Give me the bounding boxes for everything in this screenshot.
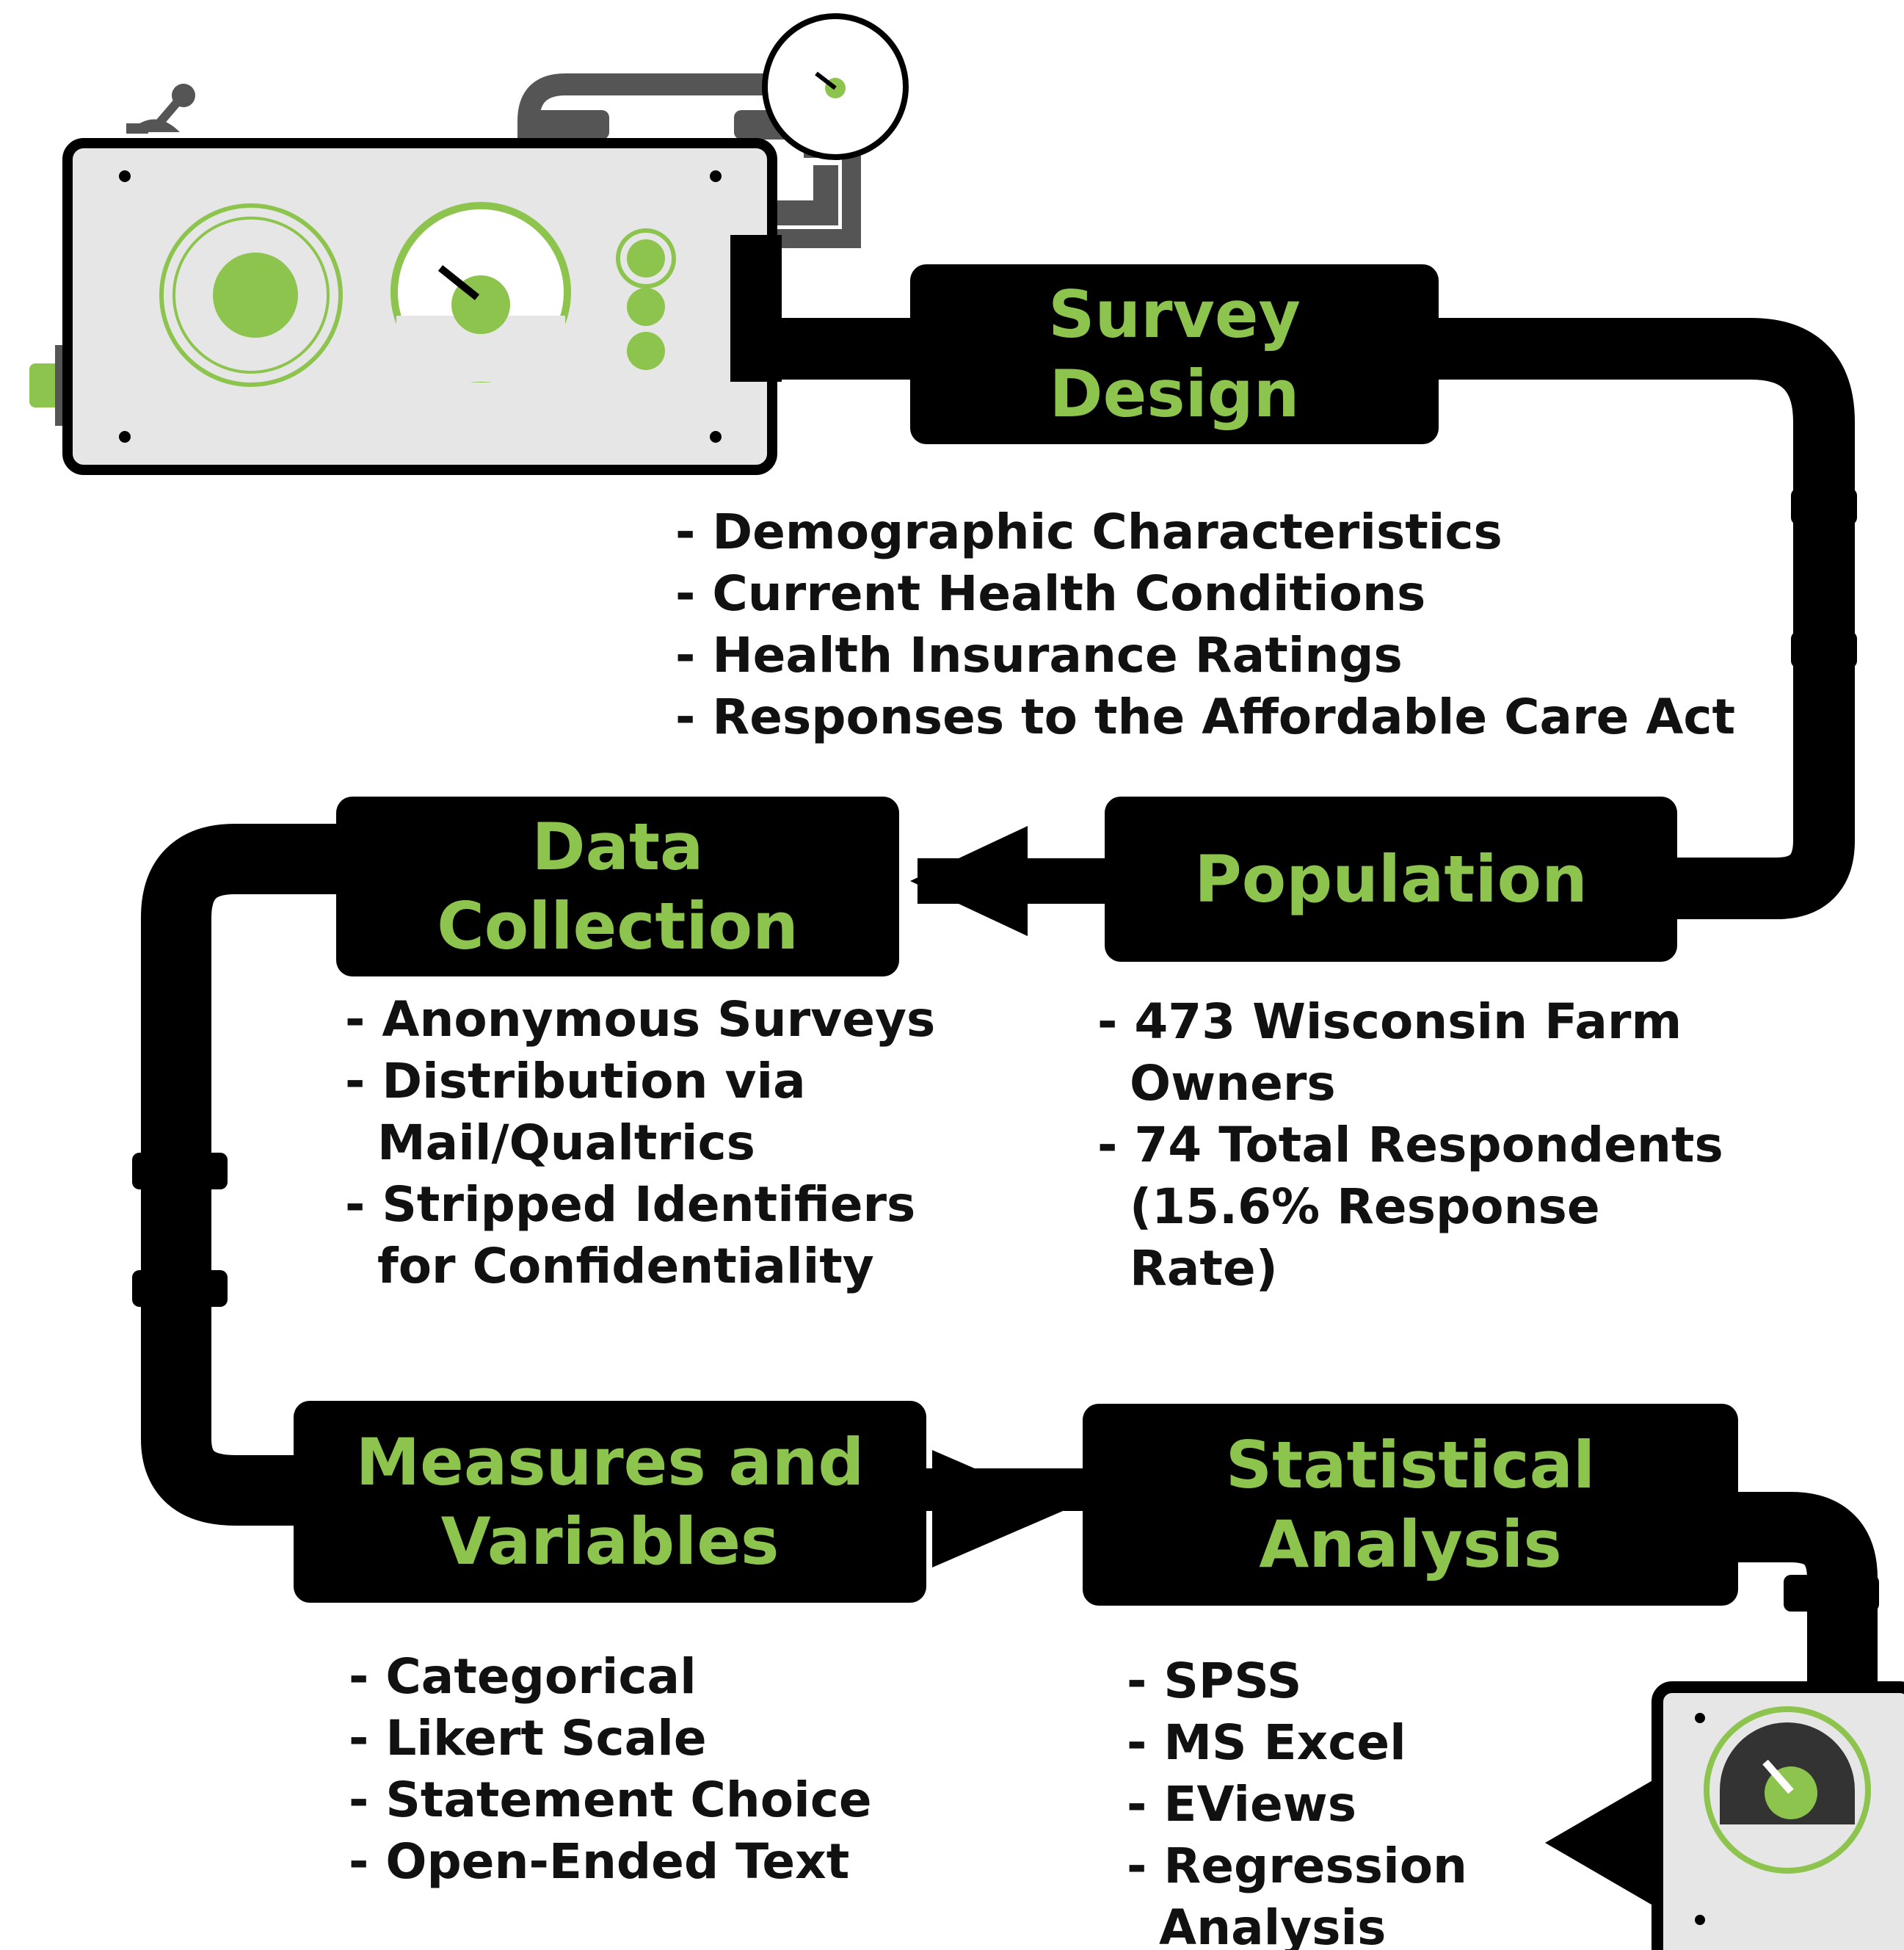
list-item: - Stripped Identifiers for Confidentiali… [345,1176,916,1294]
list-item: - Likert Scale [349,1710,707,1766]
pipe-coupling [132,1270,228,1307]
list-item: - Demographic Characteristics [675,504,1503,560]
population-items: - 473 Wisconsin Farm Owners - 74 Total R… [1097,991,1743,1300]
arrow-right-icon [932,1450,1068,1567]
statistical-analysis-items: - SPSS - MS Excel - EViews - Regression … [1127,1650,1538,1950]
list-item: - Open-Ended Text [349,1833,850,1890]
data-collection-items: - Anonymous Surveys - Distribution via M… [345,989,954,1297]
pipe-segment [763,318,1855,919]
pipe-segment [141,824,345,1526]
list-item: - Distribution via Mail/Qualtrics [345,1053,806,1171]
list-item: - Health Insurance Ratings [675,627,1403,684]
list-item: - Anonymous Surveys [345,991,936,1048]
list-item: - SPSS [1127,1653,1302,1709]
list-item: - MS Excel [1127,1714,1406,1771]
list-item: - 74 Total Respondents (15.6% Response R… [1097,1117,1723,1297]
arrow-left-icon [910,826,1028,936]
list-item: - 473 Wisconsin Farm Owners [1097,993,1682,1112]
pipe-coupling [1791,488,1857,525]
pipe-coupling [132,1153,228,1189]
survey-design-items: - Demographic Characteristics - Current … [675,501,1820,748]
measures-variables-items: - Categorical - Likert Scale - Statement… [349,1646,1009,1893]
list-item: - Responses to the Affordable Care Act [675,689,1736,745]
list-item: - Statement Choice [349,1772,872,1828]
stage-box-data-collection: Data Collection [336,797,899,976]
stage-box-population: Population [1105,797,1677,962]
pipe-coupling [1784,1575,1879,1612]
stage-box-measures-variables: Measures and Variables [294,1401,926,1603]
list-item: - Categorical [349,1648,697,1705]
pipe-segment [1718,1492,1878,1718]
arrow-left-icon [1545,1777,1659,1909]
list-item: - Regression Analysis [1127,1838,1468,1950]
stage-box-survey-design: Survey Design [910,264,1439,444]
output-meter-icon [1652,1681,1904,1950]
control-panel-machine-icon [29,13,909,475]
list-item: - EViews [1127,1776,1357,1833]
pipe-coupling [1791,631,1857,668]
list-item: - Current Health Conditions [675,565,1426,622]
stage-box-statistical-analysis: Statistical Analysis [1083,1404,1738,1606]
